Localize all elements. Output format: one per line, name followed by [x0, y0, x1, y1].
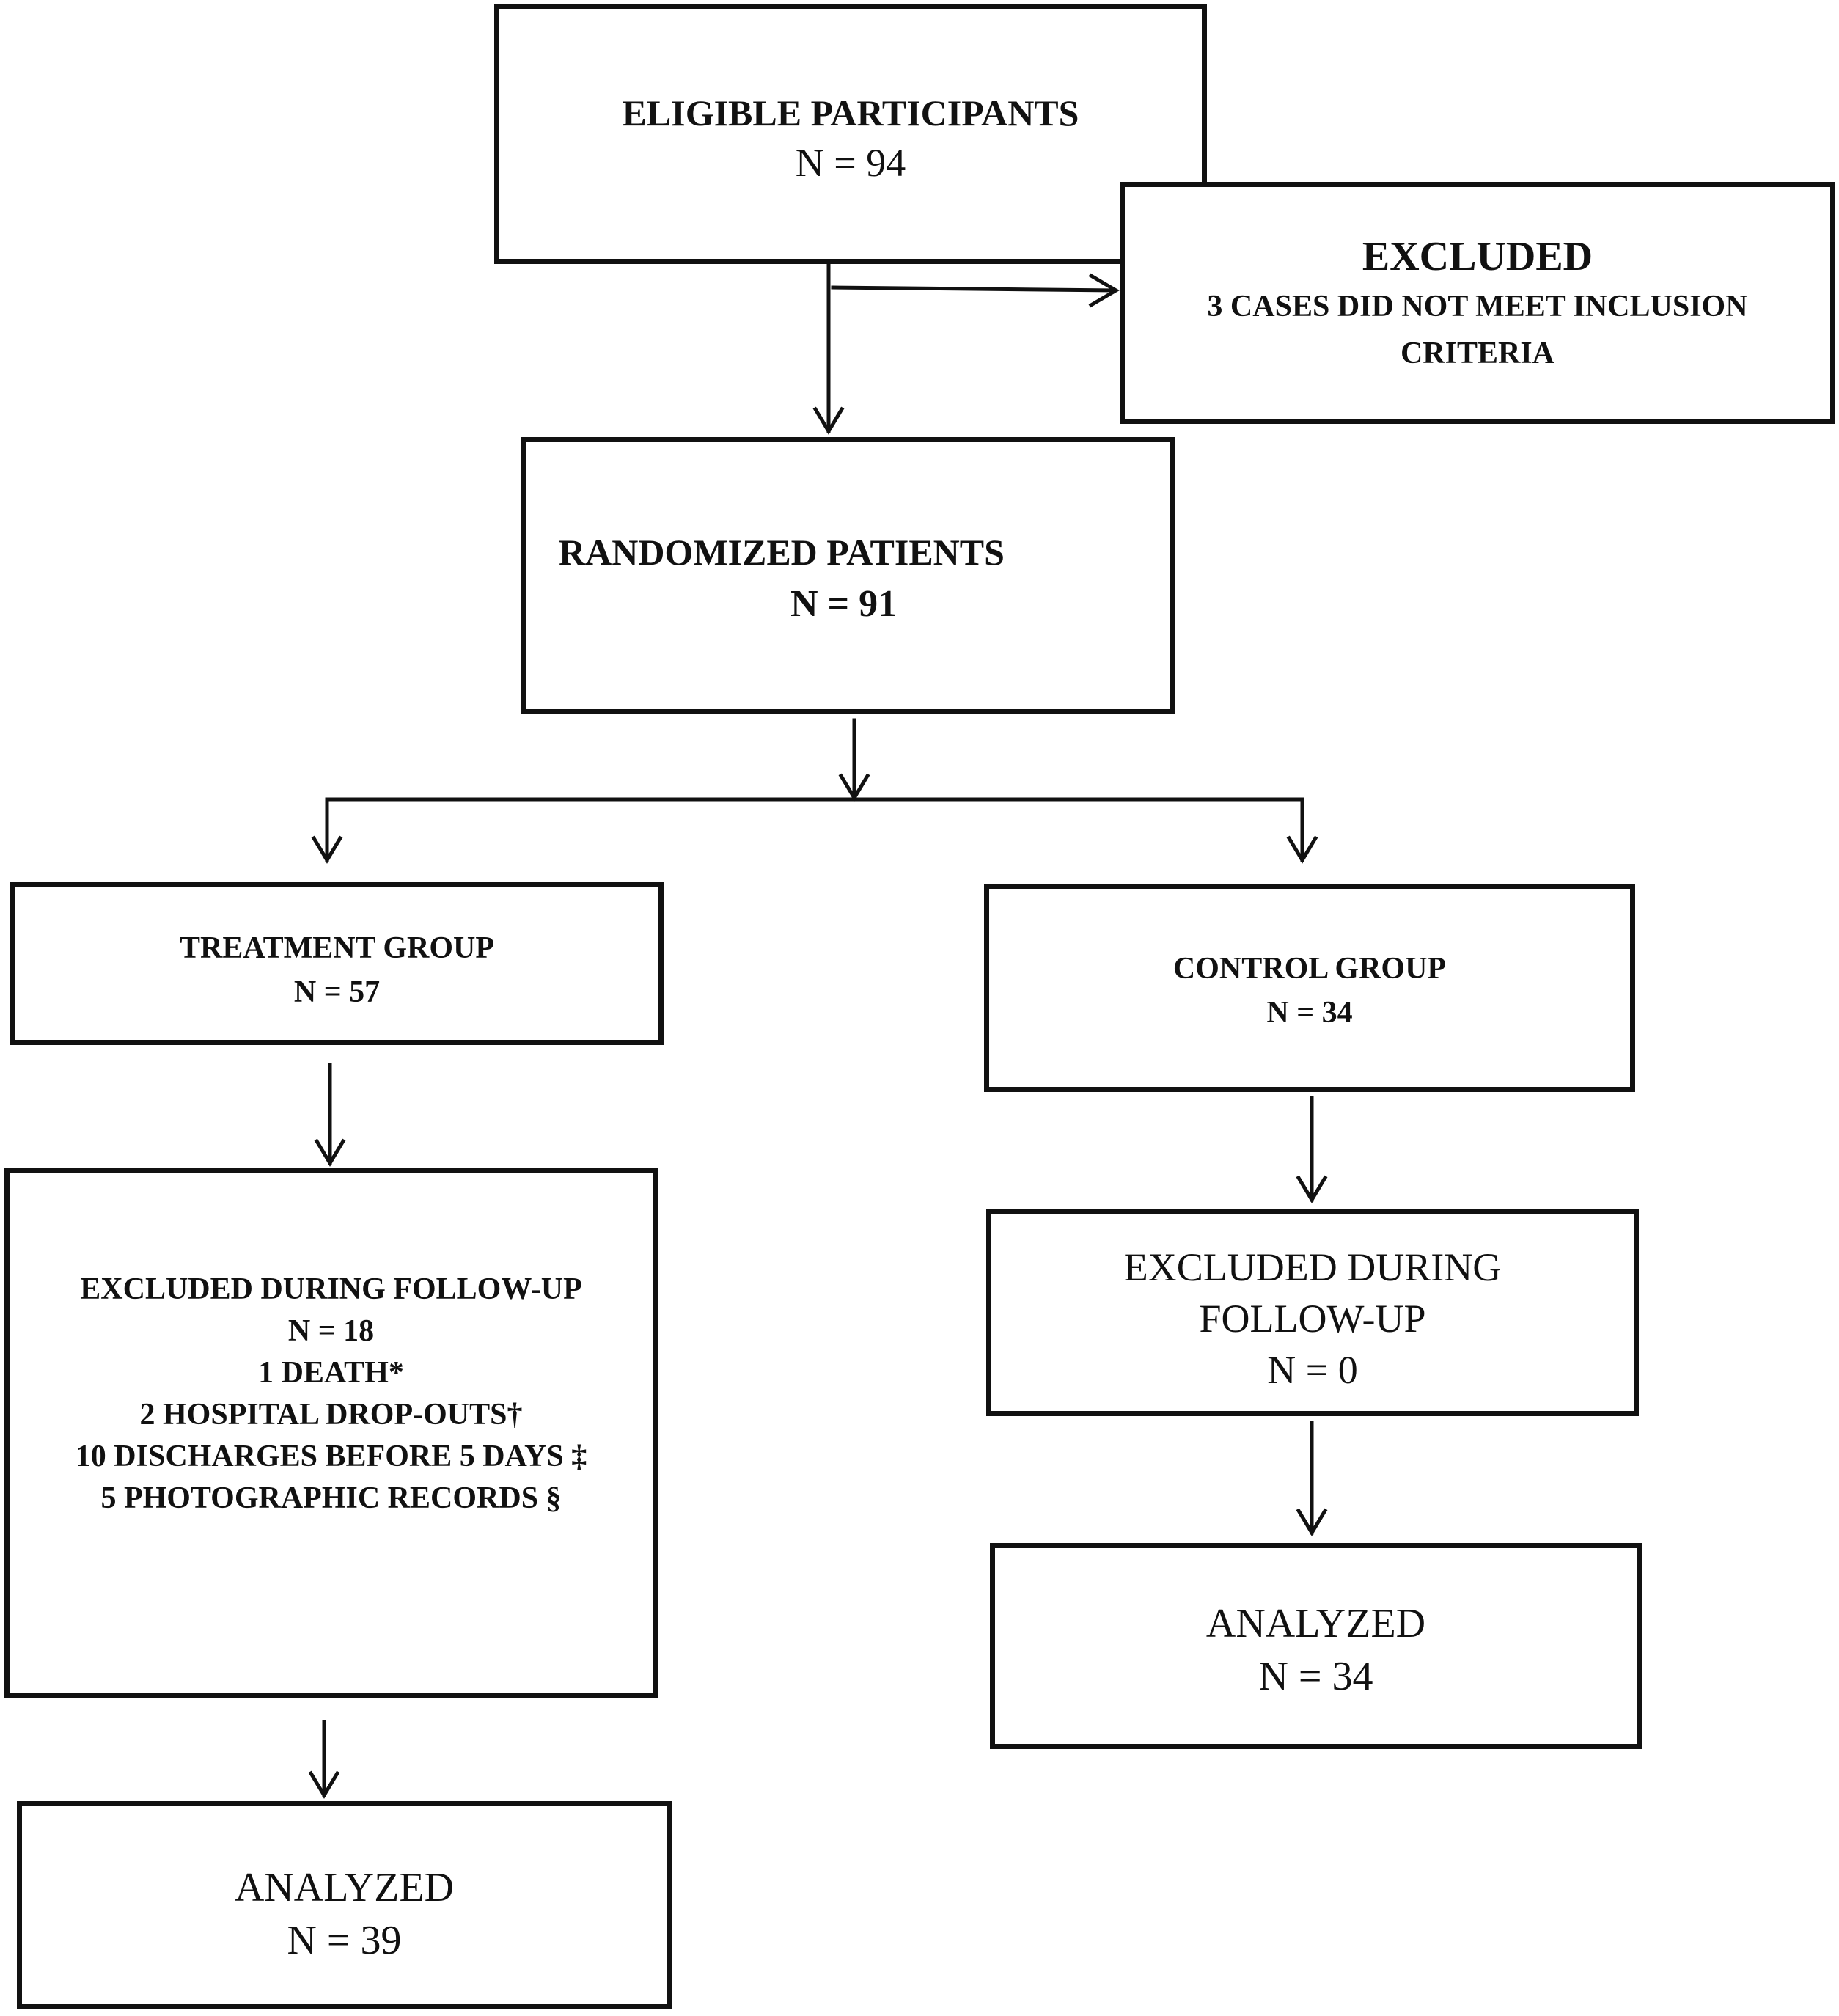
arrow-split-to-treatment-head — [311, 835, 343, 864]
treatment-excluded-followup-text: EXCLUDED DURING FOLLOW-UP N = 18 1 DEATH… — [10, 1269, 653, 1520]
arrow-treatment-to-excluded-head — [314, 1138, 346, 1167]
control-excluded-title-line-1: EXCLUDED DURING — [1123, 1245, 1502, 1289]
control-analyzed-box: ANALYZED N = 34 — [990, 1543, 1642, 1749]
treatment-group-title: TREATMENT GROUP — [180, 931, 494, 965]
excluded-reason-line-2: CRITERIA — [1400, 337, 1555, 370]
treatment-excluded-title: EXCLUDED DURING FOLLOW-UP — [80, 1272, 582, 1306]
control-excluded-title-line-2: FOLLOW-UP — [1199, 1297, 1426, 1341]
eligible-participants-box: ELIGIBLE PARTICIPANTS N = 94 — [494, 4, 1207, 264]
control-group-box: CONTROL GROUP N = 34 — [984, 884, 1635, 1092]
randomized-patients-title: RANDOMIZED PATIENTS — [559, 532, 1005, 573]
arrow-treatment-excluded-to-analyzed-head — [308, 1770, 340, 1799]
treatment-excluded-reason-discharges: 10 DISCHARGES BEFORE 5 DAYS ‡ — [75, 1440, 587, 1473]
arrow-split-to-control-head — [1286, 835, 1318, 864]
treatment-analyzed-box: ANALYZED N = 39 — [17, 1801, 672, 2009]
eligible-participants-count: N = 94 — [795, 141, 906, 185]
arrow-eligible-to-excluded-head — [1088, 273, 1120, 308]
randomized-patients-box: RANDOMIZED PATIENTS N = 91 — [521, 437, 1175, 714]
control-excluded-followup-box: EXCLUDED DURING FOLLOW-UP N = 0 — [986, 1209, 1639, 1416]
excluded-title: EXCLUDED — [1362, 234, 1593, 279]
control-analyzed-title: ANALYZED — [1205, 1601, 1426, 1646]
treatment-excluded-reason-photographic: 5 PHOTOGRAPHIC RECORDS § — [100, 1481, 562, 1515]
eligible-participants-title: ELIGIBLE PARTICIPANTS — [622, 92, 1079, 133]
treatment-excluded-count: N = 18 — [287, 1314, 375, 1348]
treatment-excluded-reason-dropouts: 2 HOSPITAL DROP-OUTS† — [139, 1398, 523, 1432]
arrow-eligible-to-randomized-head — [812, 406, 845, 435]
arrow-control-excluded-to-analyzed-head — [1296, 1508, 1328, 1536]
control-excluded-count: N = 0 — [1267, 1348, 1358, 1392]
excluded-box: EXCLUDED 3 CASES DID NOT MEET INCLUSION … — [1120, 182, 1835, 424]
control-analyzed-count: N = 34 — [1258, 1654, 1373, 1699]
treatment-excluded-reason-death: 1 DEATH* — [258, 1356, 404, 1390]
treatment-group-box: TREATMENT GROUP N = 57 — [10, 882, 664, 1045]
randomized-patients-count: N = 91 — [790, 583, 898, 625]
arrow-control-to-excluded-head — [1296, 1175, 1328, 1203]
control-group-count: N = 34 — [1266, 996, 1353, 1030]
treatment-analyzed-title: ANALYZED — [234, 1865, 455, 1910]
treatment-excluded-followup-box: EXCLUDED DURING FOLLOW-UP N = 18 1 DEATH… — [4, 1168, 658, 1698]
excluded-reason-line-1: 3 CASES DID NOT MEET INCLUSION — [1207, 290, 1748, 323]
control-group-title: CONTROL GROUP — [1172, 952, 1447, 986]
treatment-analyzed-count: N = 39 — [287, 1918, 402, 1963]
arrow-eligible-to-excluded — [831, 285, 1117, 293]
control-excluded-followup-text: EXCLUDED DURING FOLLOW-UP N = 0 — [991, 1242, 1634, 1396]
treatment-group-count: N = 57 — [293, 975, 381, 1009]
